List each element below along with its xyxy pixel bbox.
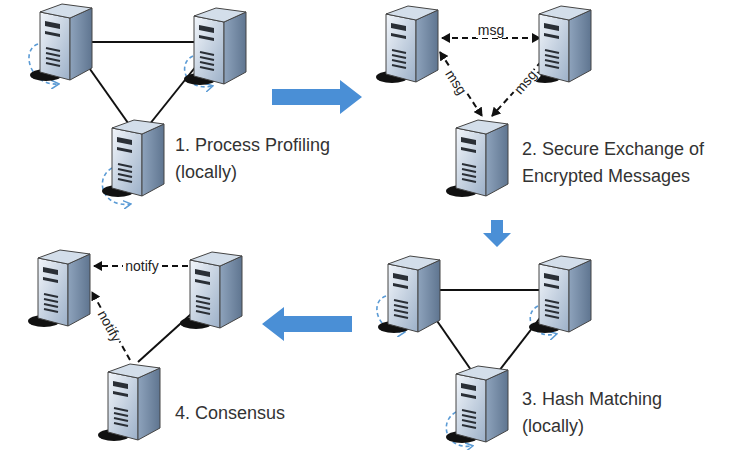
server [28, 250, 90, 327]
step-caption: 3. Hash Matching (locally) [522, 386, 702, 440]
edge-label: msg [441, 65, 471, 99]
step-caption: 1. Process Profiling (locally) [175, 132, 355, 186]
panel-4-links [92, 266, 200, 362]
panel-3-links [426, 290, 550, 380]
server [376, 6, 438, 83]
server [378, 256, 440, 333]
step-caption: 4. Consensus [175, 400, 355, 427]
server [180, 252, 242, 329]
edge-label: msg [509, 65, 541, 99]
server [529, 256, 591, 333]
panel-1-links [80, 42, 205, 130]
edge-label: notify [123, 258, 160, 274]
server [98, 364, 160, 441]
server [102, 120, 164, 197]
server [529, 6, 591, 83]
server [446, 366, 508, 443]
flow-arrow [272, 80, 362, 114]
step-caption: 2. Secure Exchange of Encrypted Messages [522, 136, 727, 190]
panel-2-messages [440, 38, 548, 116]
edge-label: msg [476, 22, 506, 38]
server [184, 8, 246, 85]
flow-arrow [262, 307, 352, 341]
server [30, 4, 92, 81]
edge-label: notify [94, 306, 126, 347]
flow-arrow [483, 220, 511, 247]
server [446, 120, 508, 197]
